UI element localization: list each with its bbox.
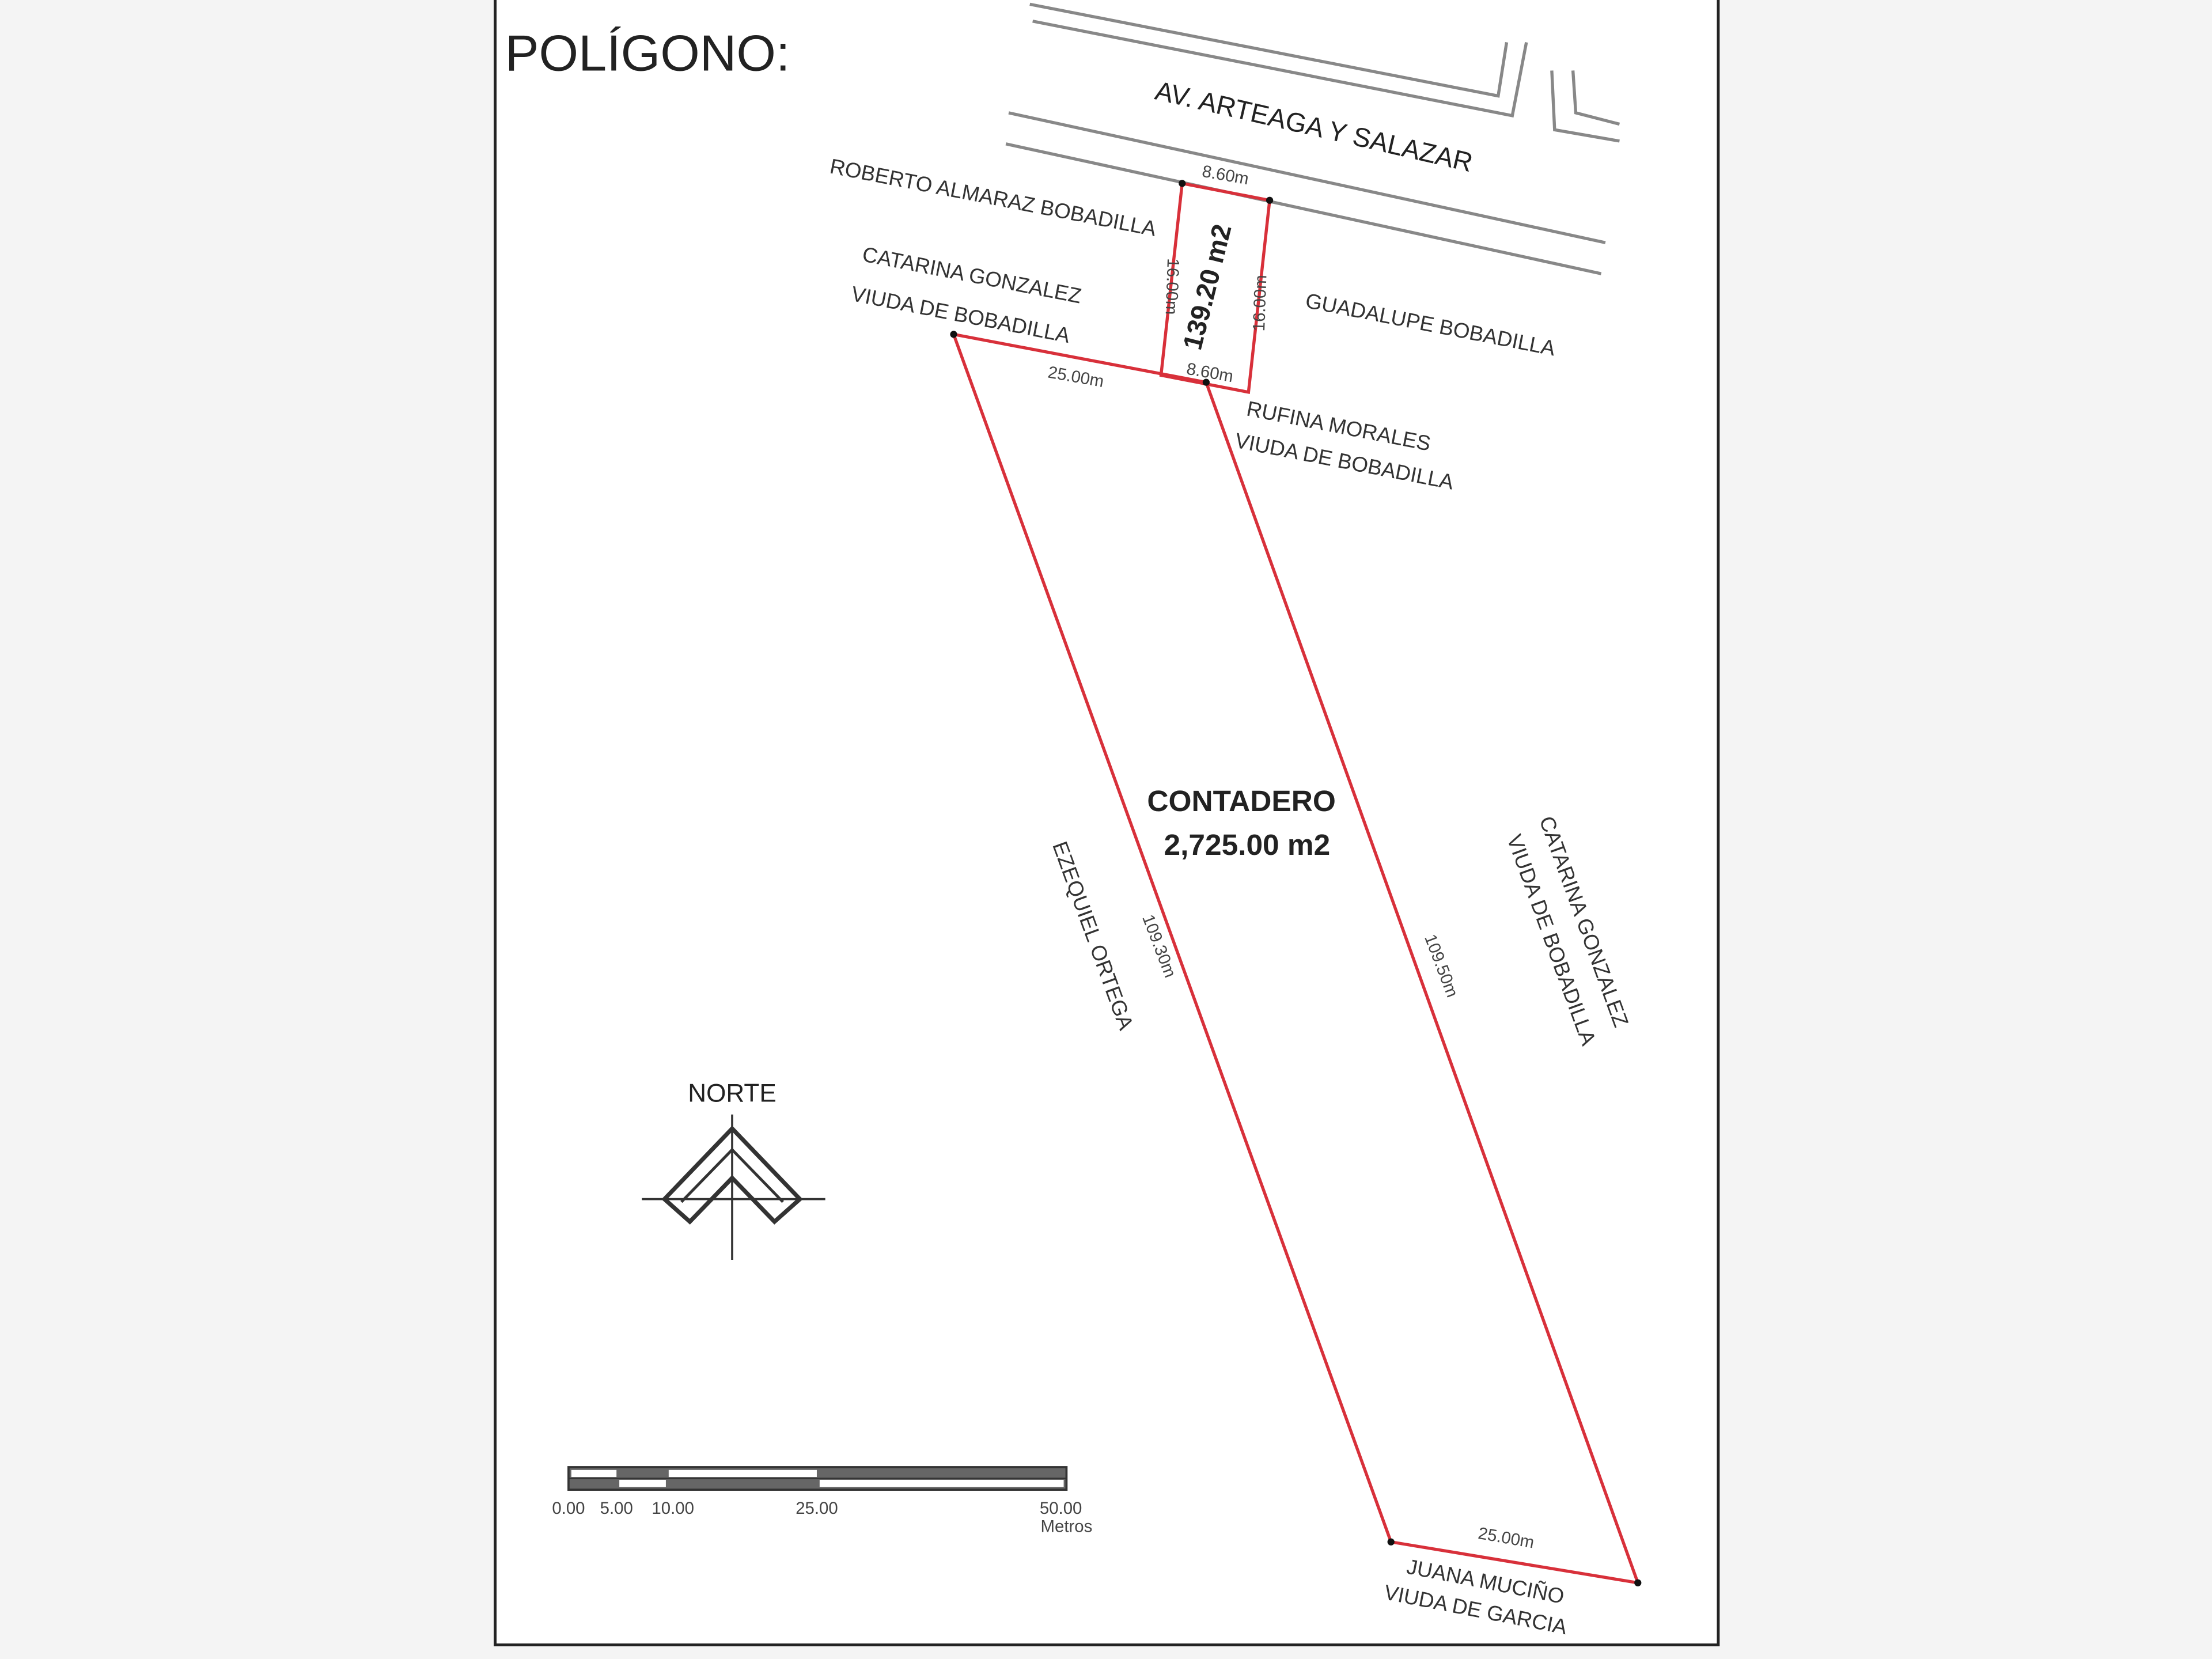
small-lot-boundary: [1159, 181, 1272, 395]
north-label: NORTE: [688, 1080, 776, 1108]
scale-tick-10: 10.00: [652, 1499, 694, 1518]
plan-title: POLÍGONO:: [505, 24, 790, 81]
main-lot-name: CONTADERO: [1147, 784, 1335, 817]
main-lot-area: 2,725.00 m2: [1164, 828, 1331, 861]
north-arrow-icon: NORTE: [642, 1080, 825, 1260]
vertex-markers: [950, 180, 1642, 1586]
page-frame: [494, 0, 1720, 1646]
scale-tick-50: 50.00: [1040, 1499, 1082, 1518]
small-lot-right-dim: 16.00m: [1249, 275, 1270, 332]
small-lot-left-dim: 16.00m: [1162, 258, 1183, 315]
scale-unit: Metros: [1041, 1517, 1093, 1536]
scale-tick-5: 5.00: [600, 1499, 633, 1518]
scale-bar: 0.00 5.00 10.00 25.00 50.00 Metros: [552, 1466, 1093, 1536]
scale-tick-25: 25.00: [796, 1499, 838, 1518]
street-lines: [1005, 2, 1620, 275]
scale-tick-0: 0.00: [552, 1499, 585, 1518]
